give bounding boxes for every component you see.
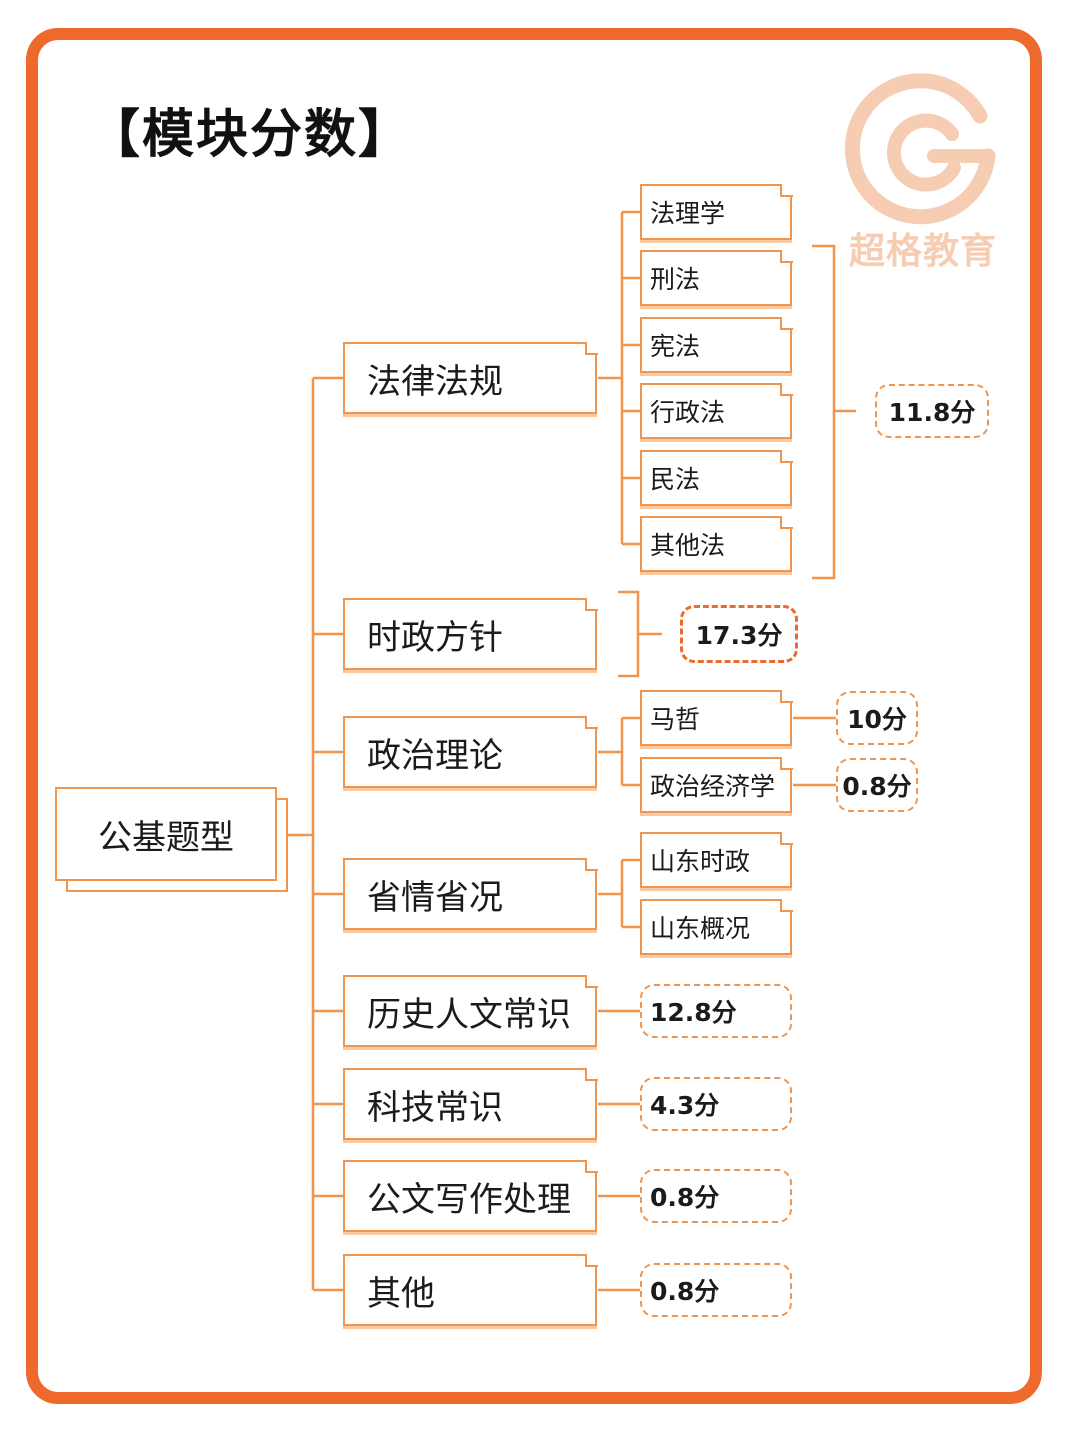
- leaf-node-shandong-affairs: 山东时政: [640, 831, 793, 888]
- module-node-other: 其他: [343, 1253, 598, 1326]
- leaf-node-constitution: 宪法: [640, 316, 793, 373]
- outer-frame: [26, 28, 1042, 1404]
- score-badge-law: 11.8分: [875, 384, 989, 438]
- logo-text: 超格教育: [848, 231, 997, 272]
- leaf-node-jurisprudence: 法理学: [640, 183, 793, 240]
- leaf-node-administrative-law: 行政法: [640, 382, 793, 439]
- leaf-node-civil-law: 民法: [640, 449, 793, 506]
- module-node-political-theory: 政治理论: [343, 715, 598, 788]
- module-node-official-writing: 公文写作处理: [343, 1159, 598, 1232]
- leaf-node-political-economy: 政治经济学: [640, 756, 793, 813]
- score-badge-political-economy: 0.8分: [836, 758, 918, 812]
- module-node-science-tech: 科技常识: [343, 1067, 598, 1140]
- module-node-history-culture: 历史人文常识: [343, 974, 598, 1047]
- module-node-province: 省情省况: [343, 857, 598, 930]
- module-node-law: 法律法规: [343, 341, 598, 414]
- leaf-node-marxist-philosophy: 马哲: [640, 689, 793, 746]
- score-badge-marxist-philosophy: 10分: [836, 691, 918, 745]
- score-badge-other: 0.8分: [640, 1263, 792, 1317]
- score-badge-current-affairs: 17.3分: [680, 605, 798, 663]
- module-node-current-affairs: 时政方针: [343, 597, 598, 670]
- leaf-node-criminal-law: 刑法: [640, 249, 793, 306]
- score-badge-science-tech: 4.3分: [640, 1077, 792, 1131]
- leaf-node-other-law: 其他法: [640, 515, 793, 572]
- root-node: 公基题型: [55, 787, 277, 881]
- page-title: 【模块分数】: [88, 105, 413, 165]
- score-badge-history-culture: 12.8分: [640, 984, 792, 1038]
- score-badge-official-writing: 0.8分: [640, 1169, 792, 1223]
- leaf-node-shandong-overview: 山东概况: [640, 898, 793, 955]
- cg-logo-icon: [844, 73, 996, 225]
